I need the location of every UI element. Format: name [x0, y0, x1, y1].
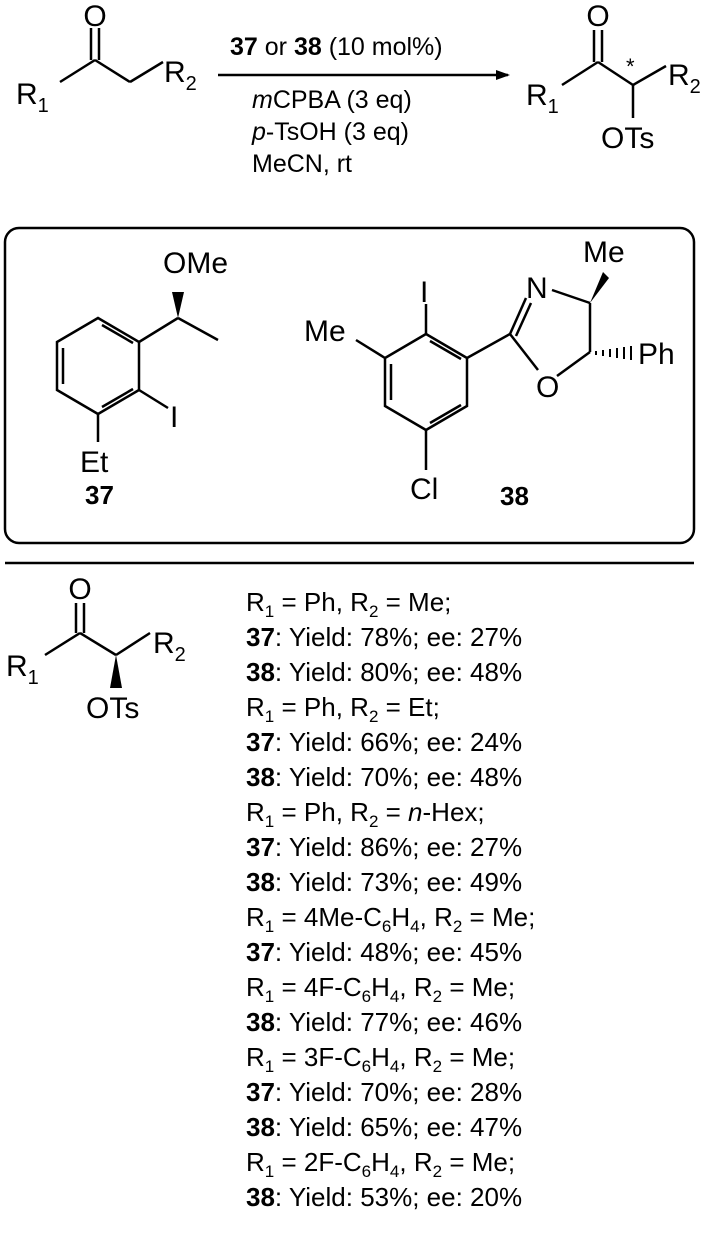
catalyst-38-chloro: Cl	[410, 473, 438, 506]
product-r1: R1	[526, 79, 559, 118]
product-ketone	[561, 30, 667, 118]
substrate-oxygen: O	[83, 0, 106, 33]
catalyst-37-ome: OMe	[163, 247, 228, 280]
catalyst-37-wedge	[172, 292, 184, 318]
catalyst-38-wedge	[590, 272, 609, 303]
product-oxygen: O	[586, 0, 609, 33]
yield-line: 38: Yield: 73%; ee: 49%	[246, 867, 523, 897]
substituent-line: R1 = Ph, R2 = n-Hex;	[246, 797, 485, 831]
catalyst-38-me-ring: Me	[304, 315, 346, 348]
substituent-line: R1 = 3F-C6H4, R2 = Me;	[246, 1042, 516, 1076]
catalyst-37-number: 37	[85, 480, 114, 510]
substituent-line: R1 = 4Me-C6H4, R2 = Me;	[246, 902, 536, 936]
conditions-acid: p-TsOH (3 eq)	[251, 118, 409, 146]
catalyst-38-hash-bond	[595, 346, 632, 360]
yield-line: 38: Yield: 80%; ee: 48%	[246, 657, 523, 687]
conditions-oxidant: mCPBA (3 eq)	[252, 86, 412, 114]
substituent-line: R1 = Ph, R2 = Me;	[246, 587, 452, 621]
product-ots: OTs	[601, 122, 654, 155]
yield-line: 38: Yield: 70%; ee: 48%	[246, 762, 523, 792]
catalyst-38-structure	[355, 288, 592, 470]
catalyst-38-ph: Ph	[638, 338, 675, 371]
general-product-r1: R1	[6, 650, 39, 689]
substrate-r2: R2	[164, 56, 197, 95]
general-product-wedge	[110, 655, 122, 688]
substituent-line: R1 = 2F-C6H4, R2 = Me;	[246, 1147, 516, 1181]
substituent-line: R1 = Ph, R2 = Et;	[246, 692, 440, 726]
product-r2: R2	[668, 59, 701, 98]
yield-line: 38: Yield: 53%; ee: 20%	[246, 1182, 523, 1212]
general-product-oxygen: O	[68, 573, 91, 606]
catalyst-37-iodo: I	[170, 401, 178, 434]
catalyst-38-nitrogen: N	[526, 272, 548, 305]
conditions-solvent: MeCN, rt	[252, 150, 352, 178]
general-product-r2: R2	[153, 627, 186, 666]
yield-line: 37: Yield: 48%; ee: 45%	[246, 937, 523, 967]
catalyst-38-iodo: I	[420, 276, 428, 309]
yield-line: 37: Yield: 70%; ee: 28%	[246, 1077, 523, 1107]
yield-line: 37: Yield: 86%; ee: 27%	[246, 832, 523, 862]
stereocenter-star: *	[626, 54, 635, 79]
substrate-r1: R1	[16, 78, 49, 117]
substituent-line: R1 = 4F-C6H4, R2 = Me;	[246, 972, 516, 1006]
catalyst-38-oxygen: O	[536, 371, 559, 404]
yield-line: 37: Yield: 78%; ee: 27%	[246, 622, 523, 652]
catalyst-box	[3, 226, 696, 545]
conditions-catalyst: 37 or 38 (10 mol%)	[230, 33, 443, 61]
substrate-ketone	[59, 28, 164, 84]
yield-line: 37: Yield: 66%; ee: 24%	[246, 727, 523, 757]
yield-line: 38: Yield: 65%; ee: 47%	[246, 1112, 523, 1142]
yield-line: 38: Yield: 77%; ee: 46%	[246, 1007, 523, 1037]
results-list: R1 = Ph, R2 = Me;37: Yield: 78%; ee: 27%…	[246, 585, 686, 1215]
catalyst-37-structure	[55, 316, 219, 442]
catalyst-38-me-oxazoline: Me	[583, 236, 625, 269]
general-product-ots: OTs	[86, 692, 139, 725]
general-product-structure	[44, 603, 151, 657]
catalyst-37-et: Et	[80, 446, 109, 479]
catalyst-38-number: 38	[500, 481, 529, 511]
